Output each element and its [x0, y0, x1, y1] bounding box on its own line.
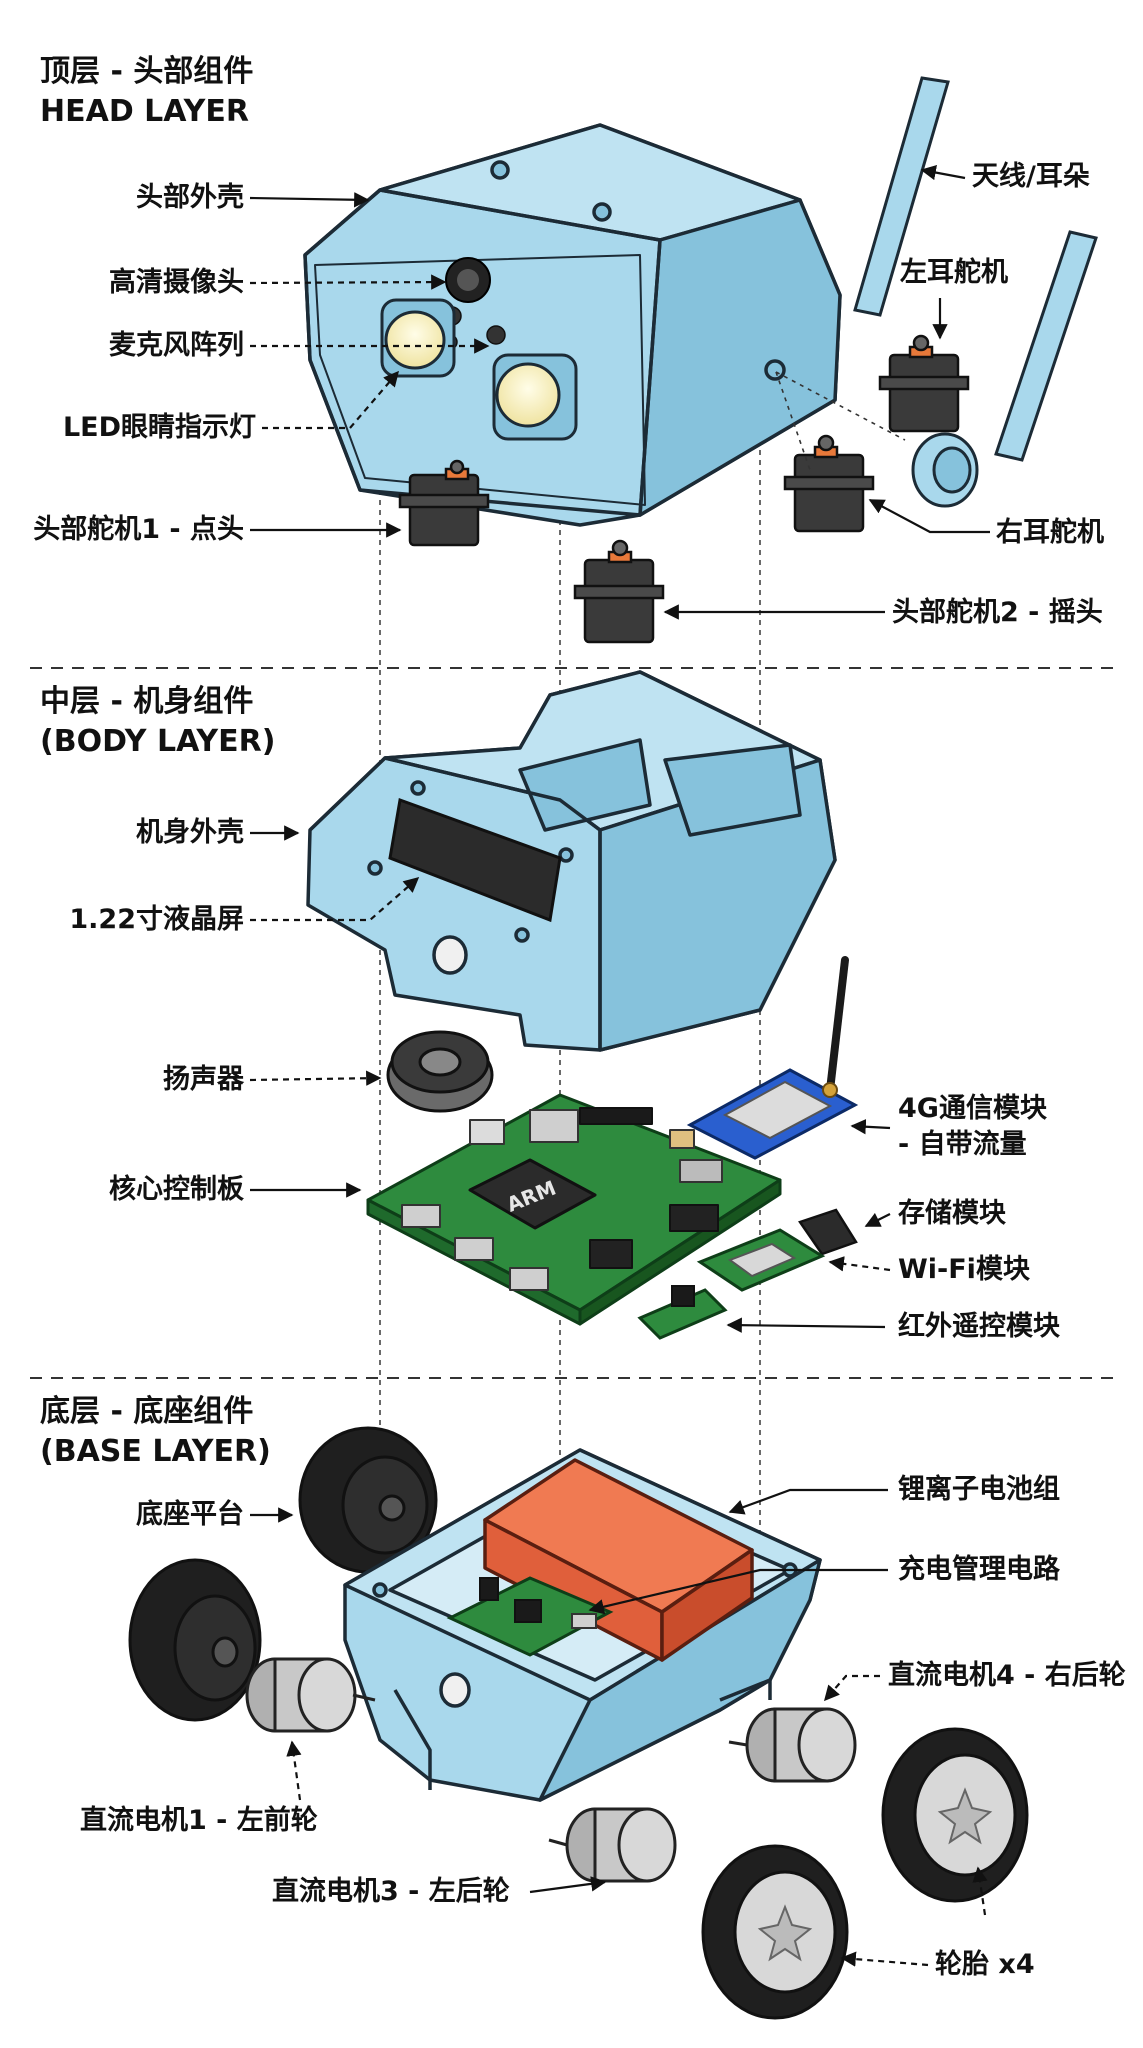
label-head-servo2: 头部舵机2 - 摇头: [892, 597, 1103, 628]
label-motor3: 直流电机3 - 左后轮: [272, 1876, 510, 1907]
label-camera: 高清摄像头: [109, 267, 244, 298]
core-board: [366, 1093, 782, 1326]
section-base-subtitle: (BASE LAYER): [40, 1434, 271, 1469]
label-lte-module-data: - 自带流量: [898, 1129, 1027, 1160]
label-body-shell: 机身外壳: [136, 817, 244, 848]
label-tires: 轮胎 x4: [935, 1949, 1035, 1980]
label-right-ear-servo: 右耳舵机: [996, 517, 1104, 548]
wheel-front-left: [128, 1558, 262, 1722]
section-body-title: 中层 - 机身组件: [40, 684, 254, 719]
storage-card: [798, 1208, 858, 1256]
label-head-servo1: 头部舵机1 - 点头: [33, 514, 244, 545]
section-head-title: 顶层 - 头部组件: [40, 54, 254, 89]
antenna-ears: [853, 76, 1098, 462]
label-left-ear-servo: 左耳舵机: [900, 257, 1008, 288]
leader-arrows: [249, 164, 990, 1967]
label-motor1: 直流电机1 - 左前轮: [80, 1805, 318, 1836]
label-base-platform: 底座平台: [136, 1499, 244, 1530]
ear-bushing: [911, 432, 979, 508]
ir-module: [637, 1285, 728, 1340]
wheel-back-left: [298, 1426, 438, 1574]
lcd-screen: [388, 797, 562, 923]
label-lte-module: 4G通信模块: [898, 1093, 1047, 1124]
label-core-board: 核心控制板: [109, 1174, 244, 1205]
speaker: [386, 1030, 494, 1113]
head-link-lines: [775, 371, 906, 471]
label-mic-array: 麦克风阵列: [109, 330, 244, 361]
motor-shapes: [245, 1657, 857, 1883]
label-antenna-ears: 天线/耳朵: [972, 161, 1090, 192]
label-ir-module: 红外遥控模块: [898, 1311, 1060, 1342]
section-base-title: 底层 - 底座组件: [40, 1394, 254, 1429]
led-eyes: [380, 298, 578, 441]
charge-board: [446, 1576, 614, 1657]
label-wifi-module: Wi-Fi模块: [898, 1254, 1030, 1285]
wheel-rear-right: [881, 1727, 1029, 1903]
label-speaker: 扬声器: [163, 1064, 244, 1095]
section-head-subtitle: HEAD LAYER: [40, 94, 249, 129]
label-storage-module: 存储模块: [898, 1198, 1006, 1229]
wheel-front-right: [701, 1844, 849, 2020]
label-motor4: 直流电机4 - 右后轮: [888, 1660, 1126, 1691]
label-head-shell: 头部外壳: [136, 182, 244, 213]
lte-module: [686, 956, 859, 1160]
section-body-subtitle: (BODY LAYER): [40, 724, 276, 759]
body-shell: [306, 670, 837, 1052]
head-shell: [303, 123, 842, 527]
label-led-eyes: LED眼睛指示灯: [62, 412, 256, 443]
servo-shapes: [398, 334, 970, 644]
wifi-module: [696, 1228, 826, 1292]
label-charge-circuit: 充电管理电路: [898, 1554, 1060, 1585]
label-battery-pack: 锂离子电池组: [898, 1474, 1060, 1505]
label-lcd-screen: 1.22寸液晶屏: [69, 904, 244, 935]
